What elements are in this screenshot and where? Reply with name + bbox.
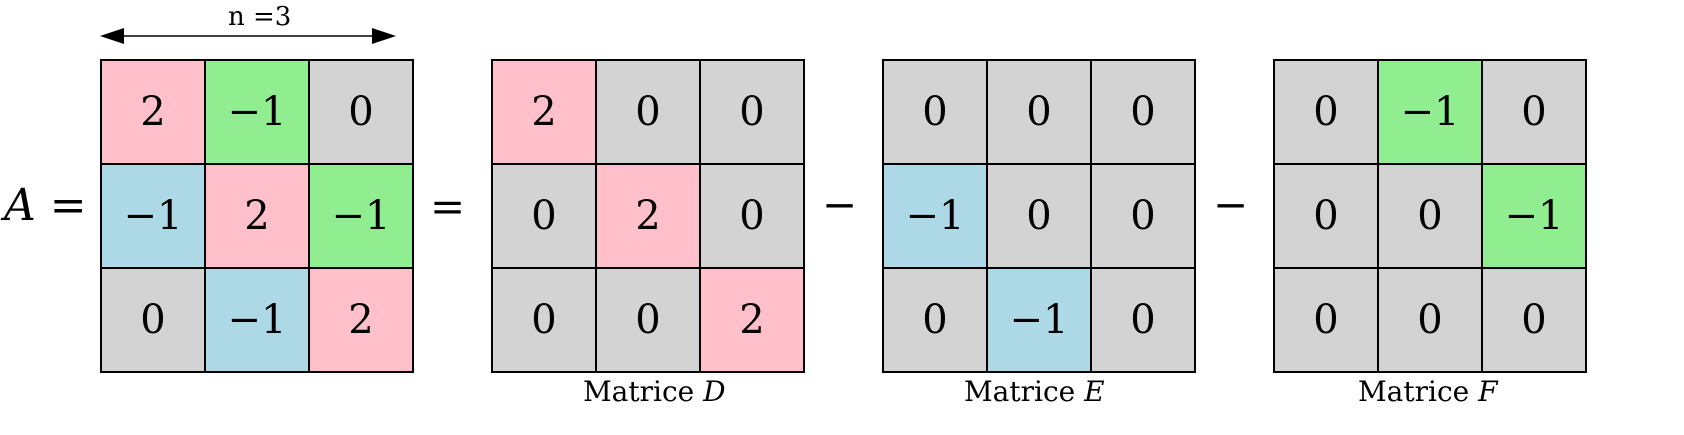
caption-f-prefix: Matrice <box>1358 375 1470 408</box>
matrix-e-cell: 0 <box>1091 164 1195 268</box>
matrix-e-cell: 0 <box>883 268 987 372</box>
matrix-e-cell: 0 <box>1091 60 1195 164</box>
matrix-f-cell: 0 <box>1482 268 1586 372</box>
matrix-d-cell: 0 <box>700 164 804 268</box>
matrix-d-cell: 2 <box>700 268 804 372</box>
matrix-f-cell: −1 <box>1378 60 1482 164</box>
matrix-f-cell: −1 <box>1482 164 1586 268</box>
matrix-a-cell: 0 <box>309 60 413 164</box>
matrix-d-cell: 0 <box>700 60 804 164</box>
matrix-d-cell: 2 <box>596 164 700 268</box>
equals-sign: = <box>430 182 466 231</box>
dimension-label: n =3 <box>228 2 292 32</box>
matrix-e-cell: 0 <box>987 60 1091 164</box>
matrix-f-cell: 0 <box>1274 268 1378 372</box>
matrix-e-cell: 0 <box>883 60 987 164</box>
matrix-d-cell: 0 <box>596 60 700 164</box>
matrix-e-cell: −1 <box>883 164 987 268</box>
matrix-f-cell: 0 <box>1378 164 1482 268</box>
minus-sign-1: − <box>822 180 858 229</box>
matrix-a-cell: 2 <box>205 164 309 268</box>
lhs-equals: = <box>49 180 87 231</box>
caption-e-var: E <box>1084 375 1105 408</box>
matrix-d-cell: 2 <box>492 60 596 164</box>
caption-f-var: F <box>1478 375 1498 408</box>
matrix-a-cell: −1 <box>205 268 309 372</box>
caption-e-prefix: Matrice <box>964 375 1076 408</box>
lhs-label: A = <box>4 184 87 228</box>
caption-matrix-f: Matrice F <box>1358 378 1498 406</box>
matrix-a-cell: 0 <box>101 268 205 372</box>
matrix-f-cell: 0 <box>1274 60 1378 164</box>
matrix-d-cell: 0 <box>492 164 596 268</box>
caption-matrix-e: Matrice E <box>964 378 1105 406</box>
matrix-a-cell: −1 <box>309 164 413 268</box>
matrix-d-cell: 0 <box>596 268 700 372</box>
lhs-name: A <box>4 180 36 231</box>
matrix-e-cell: 0 <box>1091 268 1195 372</box>
matrix-f-cell: 0 <box>1482 60 1586 164</box>
dimension-arrow <box>100 28 396 44</box>
caption-d-var: D <box>703 375 726 408</box>
minus-sign-2: − <box>1213 180 1249 229</box>
matrix-f-cell: 0 <box>1378 268 1482 372</box>
matrix-f-cell: 0 <box>1274 164 1378 268</box>
caption-d-prefix: Matrice <box>583 375 695 408</box>
matrix-e-cell: −1 <box>987 268 1091 372</box>
matrix-a-cell: 2 <box>101 60 205 164</box>
matrix-a-cell: 2 <box>309 268 413 372</box>
matrix-a-cell: −1 <box>205 60 309 164</box>
matrix-e-cell: 0 <box>987 164 1091 268</box>
caption-matrix-d: Matrice D <box>583 378 726 406</box>
matrix-d-cell: 0 <box>492 268 596 372</box>
matrix-a-cell: −1 <box>101 164 205 268</box>
